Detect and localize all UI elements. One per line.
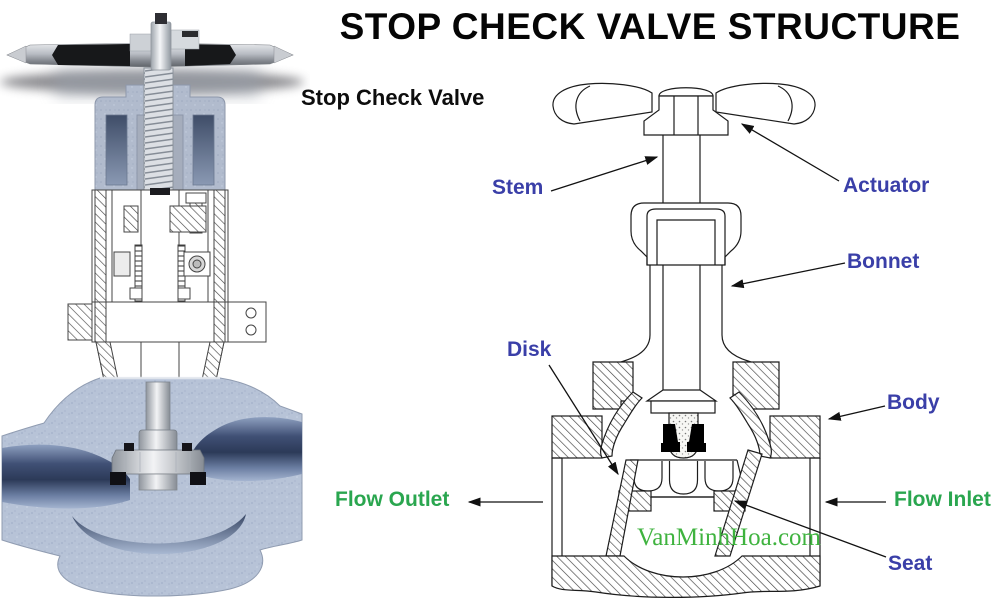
label-body: Body bbox=[887, 391, 940, 414]
packing-nut bbox=[630, 202, 742, 266]
disk-plug bbox=[661, 412, 706, 459]
label-flow-outlet: Flow Outlet bbox=[335, 488, 450, 511]
label-flow-inlet: Flow Inlet bbox=[894, 488, 991, 511]
body-base bbox=[551, 555, 821, 598]
label-disk: Disk bbox=[507, 338, 552, 361]
arrow-seat bbox=[733, 500, 887, 558]
label-actuator: Actuator bbox=[843, 174, 930, 197]
label-bonnet: Bonnet bbox=[847, 250, 920, 273]
bonnet-cross-section bbox=[67, 188, 267, 381]
watermark: VanMinhHoa.com bbox=[637, 524, 821, 551]
arrow-actuator bbox=[740, 123, 840, 182]
valve-cutaway-illustration bbox=[0, 13, 304, 597]
handwheel bbox=[552, 82, 816, 136]
bonnet-flange bbox=[592, 361, 780, 410]
handle-bar bbox=[6, 13, 294, 71]
left-image-caption: Stop Check Valve bbox=[301, 85, 485, 110]
arrow-stem bbox=[550, 156, 659, 192]
label-stem: Stem bbox=[492, 176, 544, 199]
stem-union bbox=[645, 389, 718, 414]
body-bowl-shading bbox=[72, 514, 246, 555]
body-flanges bbox=[551, 415, 821, 459]
valve-body-render bbox=[1, 376, 303, 597]
disk-render bbox=[110, 381, 206, 491]
arrow-body bbox=[827, 405, 886, 421]
label-seat: Seat bbox=[888, 552, 933, 575]
arrow-bonnet bbox=[730, 262, 846, 289]
flow-passage-inlet bbox=[192, 417, 302, 482]
page-title: STOP CHECK VALVE STRUCTURE bbox=[339, 6, 961, 47]
flow-passage-outlet bbox=[2, 444, 130, 509]
arrow-disk bbox=[548, 364, 619, 476]
